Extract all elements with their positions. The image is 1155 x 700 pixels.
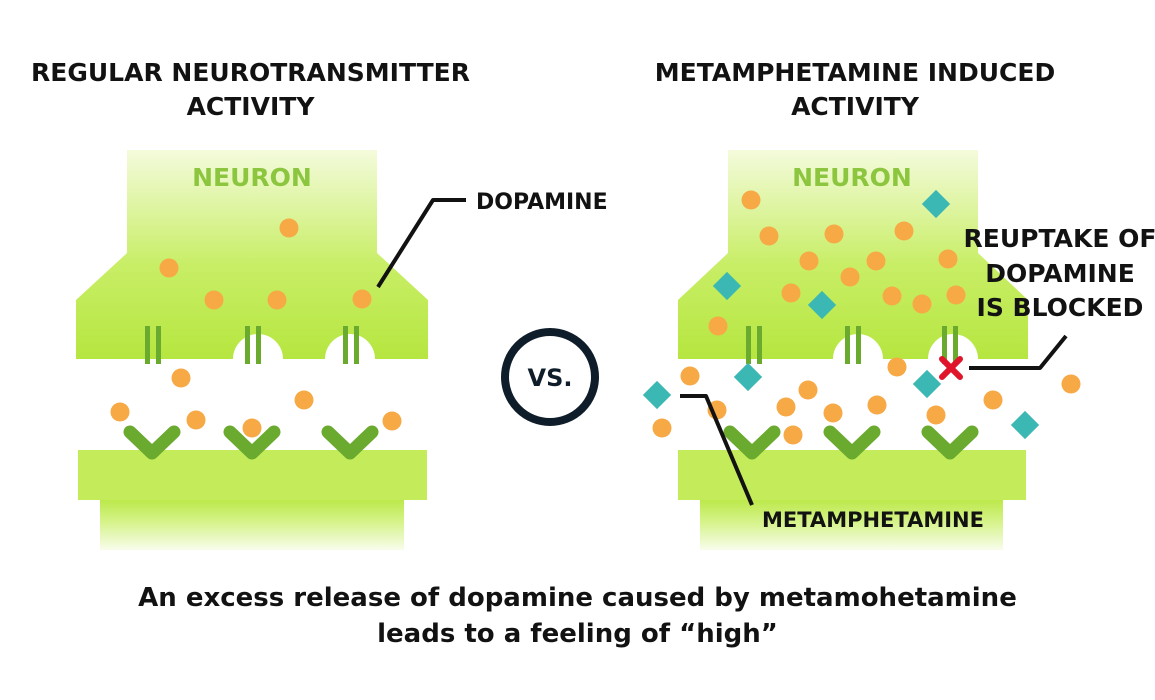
meth-molecule	[712, 271, 742, 301]
dopamine-molecule	[159, 258, 179, 278]
right-dopamine-group	[652, 190, 1081, 445]
dopamine-molecule	[652, 418, 672, 438]
dopamine-molecule	[204, 290, 224, 310]
dopamine-molecule	[840, 267, 860, 287]
right-neuron-label: NEURON	[792, 163, 912, 192]
right-receptor	[830, 432, 874, 453]
right-meth-group	[642, 189, 1040, 440]
dopamine-molecule	[776, 397, 796, 417]
dopamine-molecule	[1061, 374, 1081, 394]
right-title-line2: ACTIVITY	[791, 92, 919, 121]
left-title-line1: REGULAR NEUROTRANSMITTER	[31, 58, 470, 87]
dopamine-molecule	[887, 357, 907, 377]
dopamine-molecule	[708, 316, 728, 336]
dopamine-molecule	[680, 366, 700, 386]
left-panel-title: REGULAR NEUROTRANSMITTER ACTIVITY	[18, 56, 483, 124]
dopamine-molecule	[171, 368, 191, 388]
dopamine-molecule	[866, 251, 886, 271]
reuptake-label: REUPTAKE OF DOPAMINE IS BLOCKED	[964, 224, 1155, 322]
left-presynaptic-neuron	[76, 150, 428, 364]
dopamine-molecule	[759, 226, 779, 246]
dopamine-molecule	[783, 425, 803, 445]
dopamine-molecule	[741, 190, 761, 210]
caption: An excess release of dopamine caused by …	[0, 580, 1155, 652]
meth-molecule	[733, 362, 763, 392]
dopamine-molecule	[352, 289, 372, 309]
meth-label: METAMPHETAMINE	[762, 508, 984, 532]
reuptake-callout-line	[969, 334, 1068, 370]
caption-line2: leads to a feeling of “high”	[377, 619, 778, 649]
blocked-x-icon	[939, 356, 963, 380]
dopamine-molecule	[882, 286, 902, 306]
meth-molecule	[912, 369, 942, 399]
left-neuron-label: NEURON	[192, 163, 312, 192]
dopamine-molecule	[938, 249, 958, 269]
dopamine-molecule	[267, 290, 287, 310]
caption-line1: An excess release of dopamine caused by …	[138, 583, 1017, 613]
reuptake-line1: REUPTAKE OF	[964, 224, 1155, 253]
dopamine-molecule	[781, 283, 801, 303]
dopamine-molecule	[382, 411, 402, 431]
vs-label: VS.	[528, 364, 573, 392]
right-receptor	[730, 432, 774, 453]
dopamine-molecule	[798, 380, 818, 400]
dopamine-molecule	[946, 285, 966, 305]
dopamine-molecule	[110, 402, 130, 422]
meth-molecule	[1010, 410, 1040, 440]
left-dopamine-group	[110, 218, 402, 438]
dopamine-molecule	[894, 221, 914, 241]
dopamine-molecule	[823, 403, 843, 423]
dopamine-molecule	[867, 395, 887, 415]
dopamine-molecule	[279, 218, 299, 238]
dopamine-molecule	[926, 405, 946, 425]
dopamine-molecule	[799, 251, 819, 271]
dopamine-molecule	[983, 390, 1003, 410]
meth-callout-line	[680, 394, 754, 506]
dopamine-molecule	[242, 418, 262, 438]
right-postsynaptic-neuron	[678, 432, 1026, 550]
left-receptor	[130, 432, 174, 453]
dopamine-label: DOPAMINE	[476, 190, 608, 215]
right-receptor	[928, 432, 972, 453]
dopamine-molecule	[912, 294, 932, 314]
dopamine-callout-line	[376, 198, 466, 289]
meth-molecule	[807, 290, 837, 320]
meth-molecule	[921, 189, 951, 219]
dopamine-molecule	[186, 410, 206, 430]
right-title-line1: METAMPHETAMINE INDUCED	[654, 58, 1056, 87]
left-title-line2: ACTIVITY	[186, 92, 315, 121]
meth-molecule	[642, 380, 672, 410]
dopamine-molecule	[824, 224, 844, 244]
reuptake-line3: IS BLOCKED	[977, 293, 1144, 322]
vs-badge: VS.	[501, 328, 599, 426]
right-panel-title: METAMPHETAMINE INDUCED ACTIVITY	[630, 56, 1080, 124]
left-postsynaptic-neuron	[78, 432, 427, 550]
left-receptor	[328, 432, 372, 453]
dopamine-molecule	[294, 390, 314, 410]
reuptake-line2: DOPAMINE	[985, 259, 1135, 288]
